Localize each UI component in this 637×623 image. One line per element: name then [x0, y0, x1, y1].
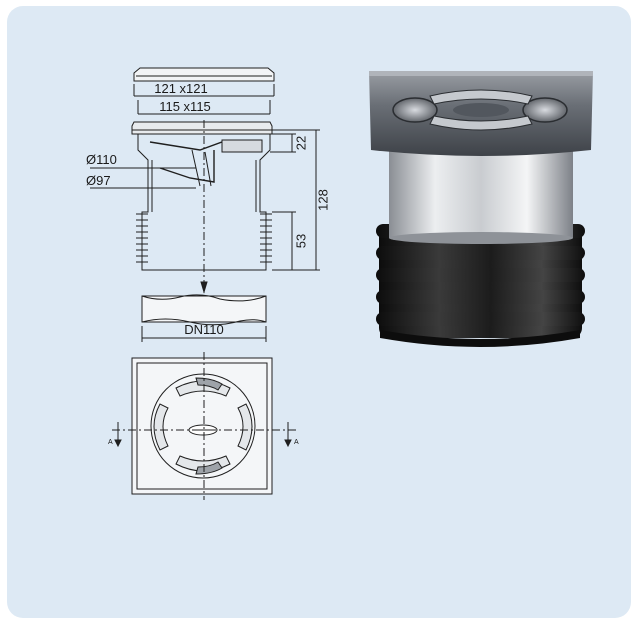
dim-grate-height: 22 — [293, 136, 308, 150]
dim-socket-height: 53 — [293, 234, 308, 248]
product-render — [369, 71, 593, 347]
dim-diameter-inner: Ø97 — [86, 173, 111, 188]
section-mark-right: A — [294, 439, 299, 446]
dim-pipe: DN110 — [184, 322, 224, 337]
dim-top-inner: 115 x115 — [159, 99, 211, 114]
dim-diameter-outer: Ø110 — [86, 152, 117, 167]
section-mark-left: A — [108, 439, 113, 446]
section-drawing — [90, 67, 320, 342]
plan-drawing — [112, 352, 296, 500]
dim-total-height: 128 — [315, 189, 330, 211]
dim-top-outer: 121 x121 — [154, 81, 208, 96]
